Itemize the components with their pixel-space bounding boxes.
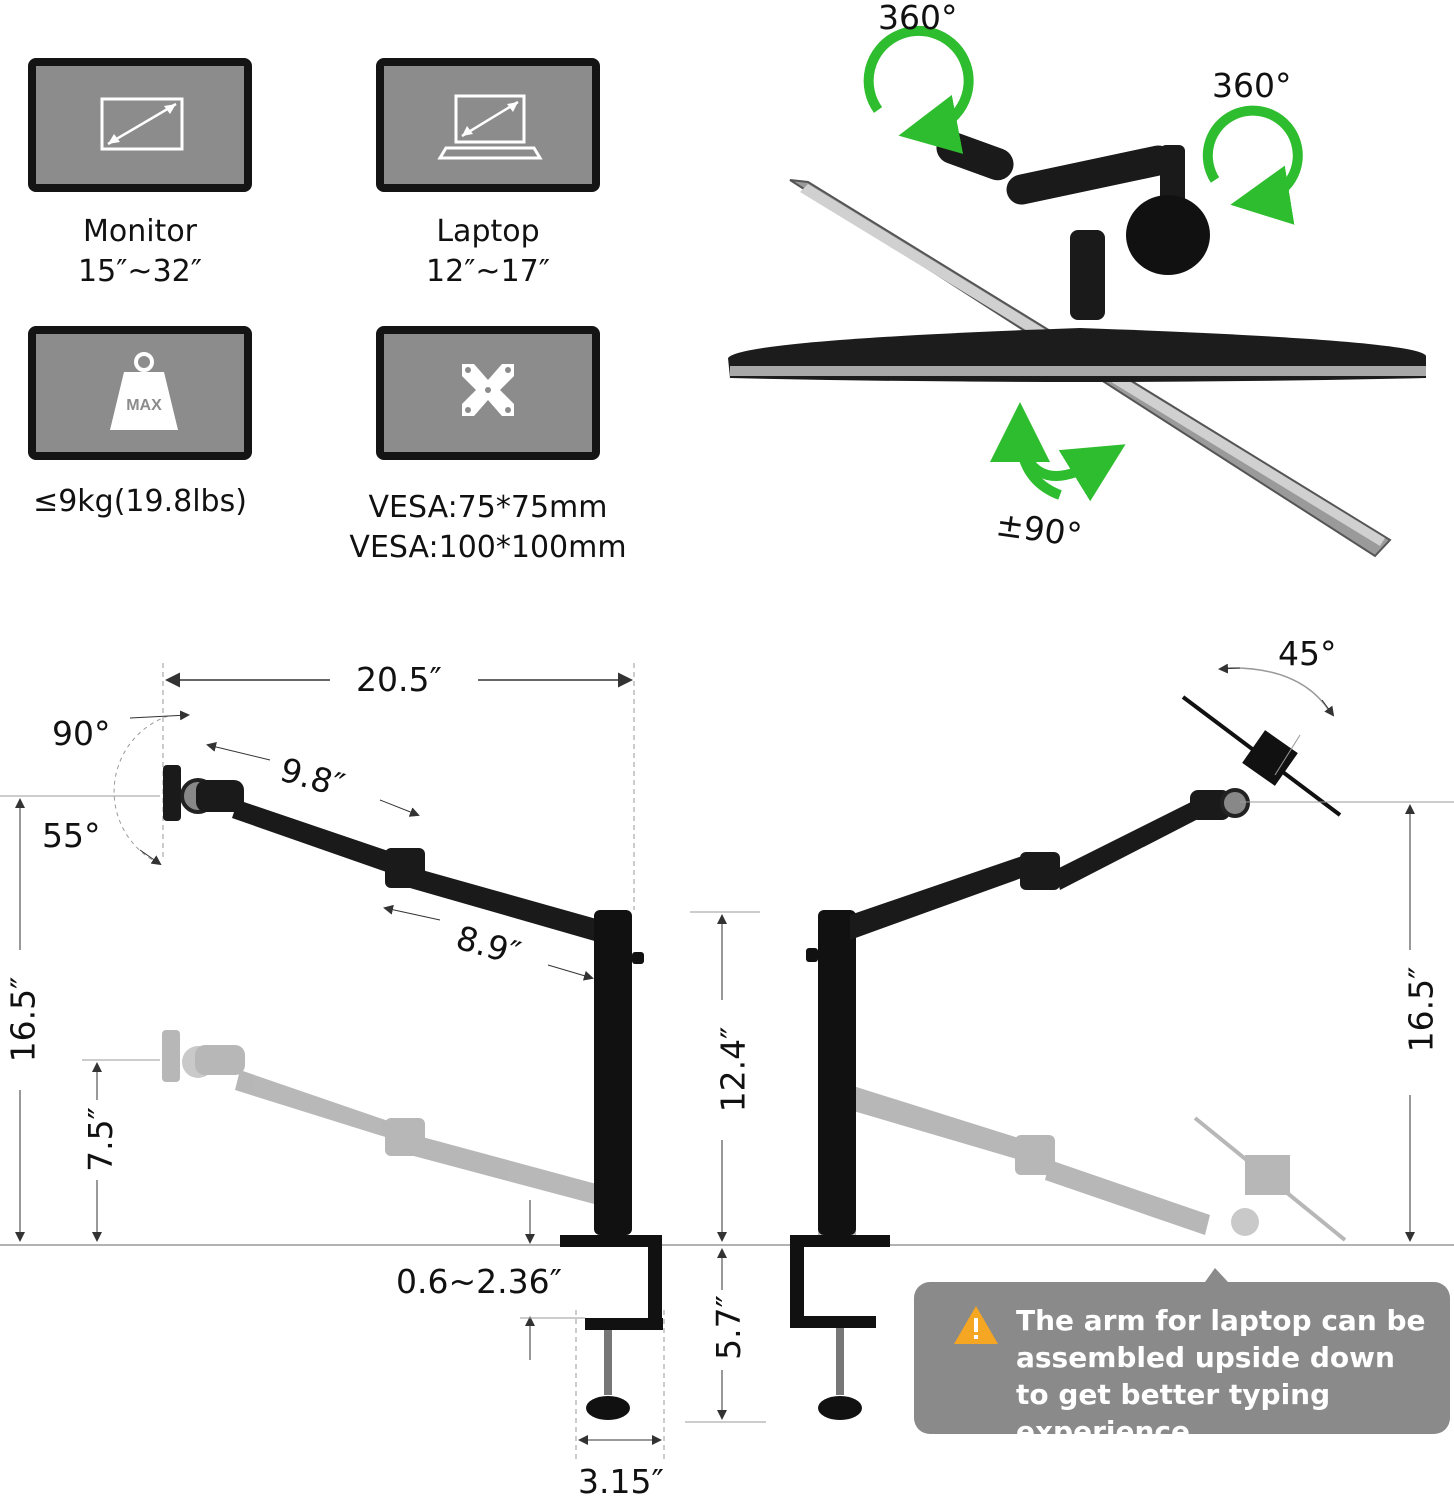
arm-low-position — [162, 1030, 600, 1205]
laptop-lower-arm — [850, 855, 1030, 940]
clamp-width-label: 3.15″ — [578, 1462, 664, 1501]
clamp-height-label: 5.7″ — [708, 1295, 748, 1360]
tilt-arrow-left — [990, 402, 1062, 500]
tilt-down-label: 55° — [42, 816, 101, 855]
monitor-spec-value: 15″~32″ — [78, 254, 202, 289]
laptop-clamp-knob — [818, 1396, 862, 1420]
joint-swivel-label: 360° — [1212, 66, 1292, 105]
pole — [594, 910, 632, 1235]
warning-icon — [954, 1306, 998, 1344]
laptop-clamp-bottom — [790, 1316, 876, 1328]
laptop-size-icon — [437, 94, 543, 160]
low-height-label: 7.5″ — [80, 1107, 120, 1172]
lower-arm-arrow-left — [383, 904, 441, 921]
monitor-arm-dimensions — [0, 663, 1454, 1460]
laptop-spec-label: Laptop — [436, 214, 540, 249]
tray-tilt-guide — [1274, 734, 1301, 776]
note-pointer — [1205, 1268, 1228, 1282]
monitor-spec: Monitor 15″~32″ — [28, 212, 252, 292]
arm-joint — [1070, 230, 1105, 320]
arm-swivel-label: 360° — [878, 0, 958, 37]
pole-height-label: 12.4″ — [713, 1026, 753, 1113]
max-weight-icon: MAX — [110, 352, 178, 430]
upper-arm — [232, 800, 400, 875]
tray-tilt-arc — [1221, 667, 1331, 713]
monitor-spec-label: Monitor — [82, 214, 198, 249]
arm-segment-upper — [936, 131, 1014, 181]
note-text: The arm for laptop can be assembled upsi… — [1016, 1304, 1426, 1448]
upper-arm-arrow-right — [379, 799, 420, 817]
laptop-elbow — [1020, 852, 1060, 890]
tilt-arc — [113, 715, 169, 865]
tray-tilt-arrow-left — [1218, 663, 1241, 674]
weight-spec-label: ≤9kg(19.8lbs) — [33, 484, 247, 519]
rotation-arrow-arm — [863, 25, 974, 154]
laptop-clamp-side — [790, 1240, 804, 1328]
laptop-spec-value: 12″~17″ — [426, 254, 550, 289]
clamp-knob — [586, 1396, 630, 1420]
laptop-clamp-screw — [836, 1328, 844, 1395]
tilt-arrow-down — [139, 849, 162, 866]
monitor-size-tile — [28, 58, 252, 192]
arm-segment-lower — [1006, 145, 1174, 205]
laptop-tray-holder — [1242, 730, 1298, 786]
vesa-spec-line2: VESA:100*100mm — [349, 530, 627, 565]
tray-tilt-label: 45° — [1278, 634, 1337, 673]
lower-arm-arrow-right — [547, 964, 594, 981]
lower-arm — [410, 868, 600, 942]
rotation-arrow-joint — [1202, 105, 1303, 225]
arm-head — [196, 780, 244, 812]
laptop-arm-head — [1190, 790, 1230, 820]
monitor-size-icon — [100, 97, 184, 151]
laptop-size-tile — [376, 58, 600, 192]
clamp-side — [648, 1240, 662, 1328]
tilt-up-label: 90° — [52, 714, 111, 753]
clamp-range-label: 0.6~2.36″ — [396, 1262, 562, 1301]
laptop-pole-knob — [806, 948, 818, 962]
clamp-bottom — [585, 1318, 663, 1330]
weight-spec: ≤9kg(19.8lbs) — [20, 482, 260, 522]
laptop-pole — [818, 910, 856, 1235]
reach-label: 20.5″ — [356, 660, 442, 699]
laptop-arm-low-position — [818, 1080, 1347, 1242]
note-box: The arm for laptop can be assembled upsi… — [914, 1282, 1450, 1448]
monitor-plate — [163, 765, 181, 821]
tilt-arrow-up — [129, 710, 190, 721]
upper-arm-arrow-left — [206, 742, 271, 761]
pole-knob — [632, 952, 644, 964]
vesa-tile — [376, 326, 600, 460]
horizontal-monitor-edge — [730, 366, 1426, 376]
max-height-label: 16.5″ — [3, 976, 43, 1063]
laptop-clamp-top — [790, 1235, 890, 1247]
rotation-illustration — [728, 25, 1426, 558]
clamp-top — [560, 1235, 662, 1247]
clamp-screw — [604, 1330, 612, 1395]
laptop-spec: Laptop 12″~17″ — [376, 212, 600, 292]
weight-tile: MAX — [28, 326, 252, 460]
vesa-plate-icon — [462, 364, 514, 416]
laptop-tilt-knob — [1220, 788, 1250, 818]
max-weight-icon-text: MAX — [126, 397, 162, 414]
vesa-spec: VESA:75*75mm VESA:100*100mm — [320, 488, 656, 568]
laptop-upper-arm — [1055, 800, 1200, 890]
laptop-max-height-label: 16.5″ — [1401, 966, 1441, 1053]
tray-tilt-arrow-right — [1321, 699, 1335, 717]
laptop-arm-dimensions — [685, 663, 1454, 1423]
vesa-spec-line1: VESA:75*75mm — [368, 490, 608, 525]
arm-base — [1126, 195, 1210, 275]
